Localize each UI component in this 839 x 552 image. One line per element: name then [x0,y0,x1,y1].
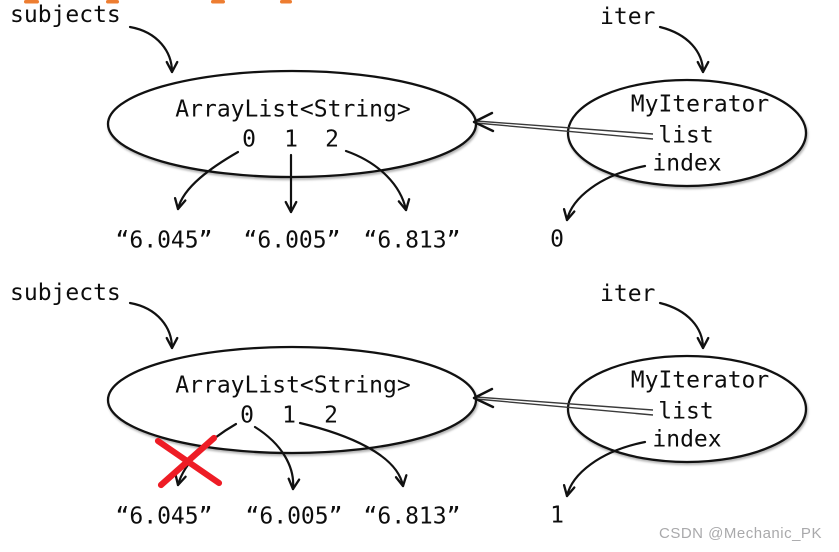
index-label-0: 0 [240,402,254,429]
index-label-1: 1 [282,402,296,429]
index-label-2: 2 [325,126,339,153]
list-field-arrowhead [472,111,495,133]
removed-reference-cross-icon [154,434,223,489]
string-value-0: “6.045” [115,503,213,530]
element-0-arrow [253,425,301,491]
string-value-1: “6.005” [245,503,343,530]
diagram-shapes-after [106,301,808,498]
iter-arrow [658,301,710,350]
string-value-0: “6.045” [115,227,213,254]
list-field-arrowhead [472,387,495,409]
index-label-1: 1 [284,126,298,153]
arraylist-ellipse [106,345,478,455]
element-2-arrow [344,149,411,212]
var-label: subjects [10,280,121,306]
heap-diagram-after: subjects iter ArrayList<String> 0 1 2 “6… [0,276,839,552]
iter-arrow [658,25,710,74]
index-label-2: 2 [324,402,338,429]
iter-label: iter [600,281,656,307]
arraylist-class-label: ArrayList<String> [175,96,411,123]
element-1-arrow [298,421,408,488]
string-value-2: “6.813” [363,227,461,254]
field-list-label: list [658,398,714,425]
index-field-arrow [562,440,647,498]
list-field-arrow [475,120,654,140]
list-field-arrow [475,396,654,416]
iterator-class-label: MyIterator [630,91,770,118]
field-list-label: list [658,122,714,149]
iterator-ellipse [566,78,808,188]
string-value-1: “6.005” [243,227,341,254]
iter-label: iter [600,4,656,30]
index-value: 0 [550,226,564,253]
var-label: subjects [10,2,121,28]
cropped-title-fragment [24,0,292,4]
watermark: CSDN @Mechanic_PK [659,525,822,542]
iterator-class-label: MyIterator [630,367,770,394]
field-index-label: index [652,426,722,453]
field-index-label: index [652,150,722,177]
diagram-shapes-before [24,0,808,222]
element-0-arrow [173,150,240,211]
subjects-arrow [128,301,179,350]
arraylist-class-label: ArrayList<String> [175,372,411,399]
iterator-ellipse [566,354,808,464]
string-value-2: “6.813” [363,503,461,530]
index-value: 1 [550,502,564,529]
heap-diagram-before: subjects iter ArrayList<String> 0 1 2 “6… [10,0,808,254]
index-field-arrow [562,164,647,222]
index-label-0: 0 [242,126,256,153]
subjects-arrow [128,25,179,74]
